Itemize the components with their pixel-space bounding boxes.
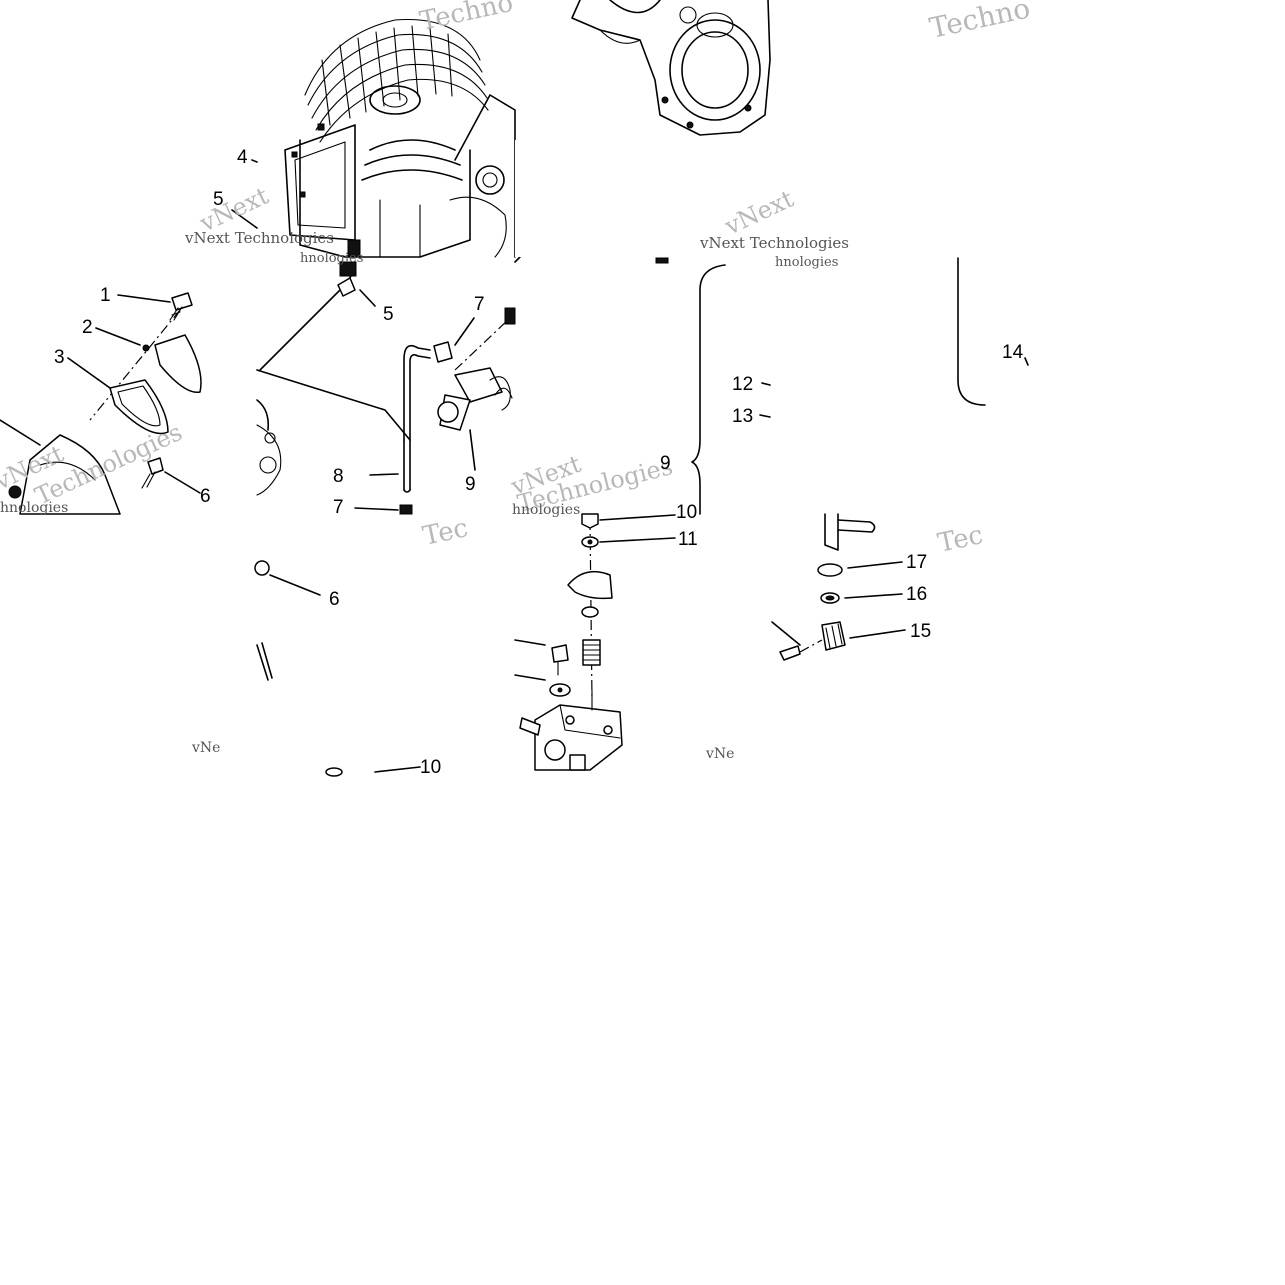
watermark-full-2: vNext Technologies — [699, 234, 849, 252]
blank-region-top-left — [0, 0, 185, 257]
drive-gear-drawing — [771, 513, 876, 661]
callout-5: 5 — [383, 304, 394, 325]
watermark-full-1: vNext Technologies — [184, 229, 334, 247]
callout-7-top: 7 — [474, 294, 485, 315]
watermark-hnologies-4: hnologies — [512, 502, 580, 518]
callout-9-group: 9 — [660, 453, 671, 474]
callout-14: 14 — [1002, 342, 1024, 363]
callout-13: 13 — [732, 406, 753, 427]
callout-8: 8 — [333, 466, 344, 487]
watermark-ne-2: vNe — [705, 746, 734, 762]
callout-6-left: 6 — [200, 486, 211, 507]
callout-5-top: 5 — [213, 189, 224, 210]
callout-11: 11 — [678, 529, 698, 550]
callout-1: 1 — [100, 285, 111, 306]
callout-6: 6 — [329, 589, 340, 610]
watermark-hnologies-3: hnologies — [0, 500, 68, 516]
blank-region-top-center — [515, 140, 700, 257]
callout-numbers: 1 2 3 4 5 5 6 6 7 7 8 9 9 10 10 11 12 13… — [54, 147, 1024, 778]
fitting-drawing — [254, 560, 343, 777]
callout-15: 15 — [910, 621, 931, 642]
callout-3: 3 — [54, 347, 65, 368]
callout-7: 7 — [333, 497, 344, 518]
callout-17: 17 — [906, 552, 927, 573]
callout-10-top: 10 — [676, 502, 697, 523]
watermark-hnologies-2: hnologies — [300, 251, 363, 266]
watermark-hnologies-1: hnologies — [775, 255, 838, 270]
engine-cylinder-drawing — [284, 18, 516, 258]
callout-10: 10 — [420, 757, 441, 778]
watermark-ne-1: vNe — [191, 740, 220, 756]
watermark-techno-2: Techno — [927, 0, 1033, 45]
assembly-brace — [655, 257, 986, 515]
callout-4: 4 — [237, 147, 248, 168]
callout-9-pump: 9 — [465, 474, 476, 495]
watermark-tec-2: Tec — [935, 520, 986, 559]
callout-12: 12 — [732, 374, 753, 395]
oil-pump-cover-drawing — [0, 292, 202, 515]
callout-16: 16 — [906, 584, 927, 605]
crankcase-drawing — [571, 0, 771, 136]
watermark-tec-1: Tec — [420, 513, 471, 552]
oil-pump-assembly-drawing — [514, 513, 623, 771]
oil-line-drawing — [256, 256, 521, 515]
watermark-vnext-2: vNext — [720, 185, 798, 241]
leader-lines — [67, 159, 1029, 773]
watermark-techno-1: Techno — [417, 0, 516, 37]
callout-2: 2 — [82, 317, 93, 338]
